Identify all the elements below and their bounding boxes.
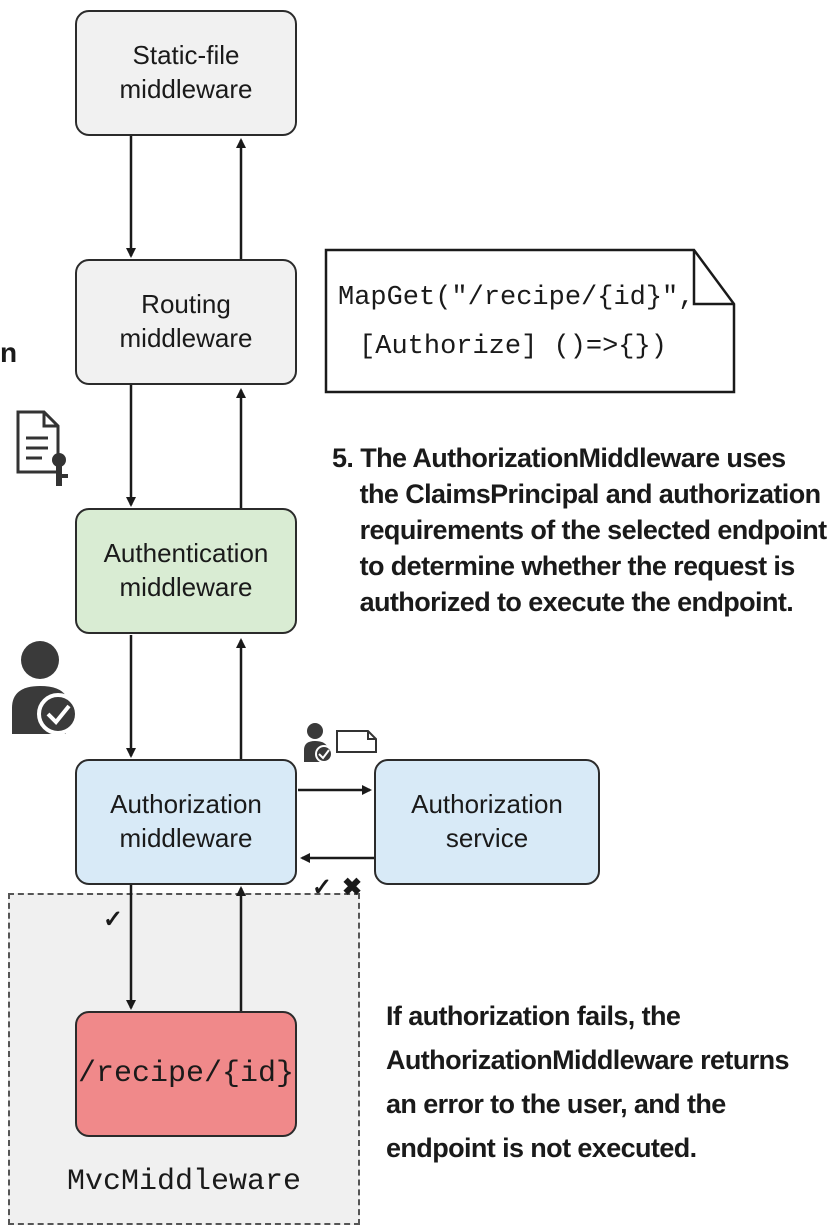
routing-middleware-box: Routing middleware	[75, 259, 297, 385]
code-note-shape	[324, 248, 736, 394]
result-check-mark: ✓	[312, 874, 333, 901]
recipe-endpoint-box: /recipe/{id}	[75, 1011, 297, 1137]
code-note-line-1: MapGet("/recipe/{id}",	[338, 283, 695, 313]
document-key-icon	[16, 410, 68, 486]
cropped-caption-fragment: n	[0, 337, 18, 368]
result-cross-mark: ✖	[342, 874, 363, 901]
document-small-icon	[336, 730, 377, 753]
mvc-middleware-label: MvcMiddleware	[66, 1165, 302, 1199]
user-check-icon	[12, 641, 79, 735]
authorization-middleware-box: Authorization middleware	[75, 759, 297, 885]
code-note-line-2: [Authorize] ()=>{})	[359, 332, 667, 362]
step-5-annotation: 5. The AuthorizationMiddleware uses the …	[332, 443, 827, 617]
static-file-middleware-box: Static-file middleware	[75, 10, 297, 136]
pass-check-mark: ✓	[103, 906, 124, 933]
authorization-failure-annotation: If authorization fails, the Authorizatio…	[386, 1001, 790, 1163]
authentication-middleware-box: Authentication middleware	[75, 508, 297, 634]
authorization-service-box: Authorization service	[374, 759, 600, 885]
user-check-small-icon	[304, 723, 333, 763]
